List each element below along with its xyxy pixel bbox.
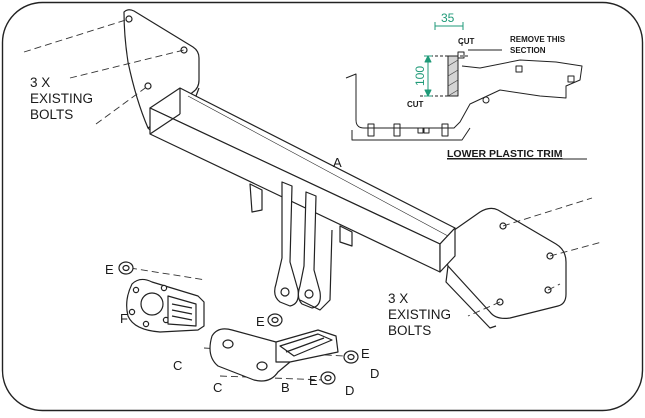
part-label-b: B — [281, 380, 290, 395]
part-label-c-upper: C — [173, 358, 182, 373]
main-crossbar — [149, 87, 456, 273]
remove-note-line2: SECTION — [510, 46, 546, 55]
dimension-width: 35 — [441, 11, 455, 25]
socket-plate — [126, 278, 205, 333]
part-label-e-bottom: E — [309, 373, 318, 388]
remove-note-line1: REMOVE THIS — [510, 35, 566, 44]
part-label-f: F — [120, 311, 128, 326]
left-bolt-label-line1: 3 X — [30, 75, 50, 90]
washer-e-right — [343, 350, 359, 364]
right-mounting-plate — [439, 207, 567, 329]
right-bolt-label: 3 X EXISTING BOLTS — [388, 291, 451, 338]
washer-e-top — [118, 261, 134, 275]
washer-e-bottom — [320, 371, 336, 385]
bolt-guide-lines — [23, 18, 603, 381]
part-label-d-right: D — [370, 366, 379, 381]
washers — [118, 261, 359, 385]
right-bolt-label-line2: EXISTING — [388, 307, 451, 322]
towball-plate — [209, 328, 339, 382]
part-label-e-top: E — [105, 262, 114, 277]
cut-label-bottom: CUT — [407, 100, 424, 109]
left-bolt-label-line2: EXISTING — [30, 91, 93, 106]
right-bolt-label-line1: 3 X — [388, 291, 408, 306]
inset-title: LOWER PLASTIC TRIM — [447, 148, 563, 160]
towbar-neck-brackets — [249, 181, 353, 311]
part-label-a: A — [333, 155, 342, 170]
part-label-e-middle: E — [256, 314, 265, 329]
washer-e-middle — [267, 313, 283, 327]
dimension-lines — [424, 22, 464, 97]
left-bolt-label: 3 X EXISTING BOLTS — [30, 75, 93, 122]
right-bolt-label-line3: BOLTS — [388, 323, 431, 338]
part-label-d-bottom: D — [345, 383, 354, 398]
part-label-e-right: E — [361, 346, 370, 361]
cut-label-top: CUT — [458, 37, 475, 46]
trim-inset — [345, 22, 583, 141]
dimension-height: 100 — [413, 66, 427, 86]
left-bolt-label-line3: BOLTS — [30, 107, 73, 122]
part-label-c-lower: C — [213, 380, 222, 395]
